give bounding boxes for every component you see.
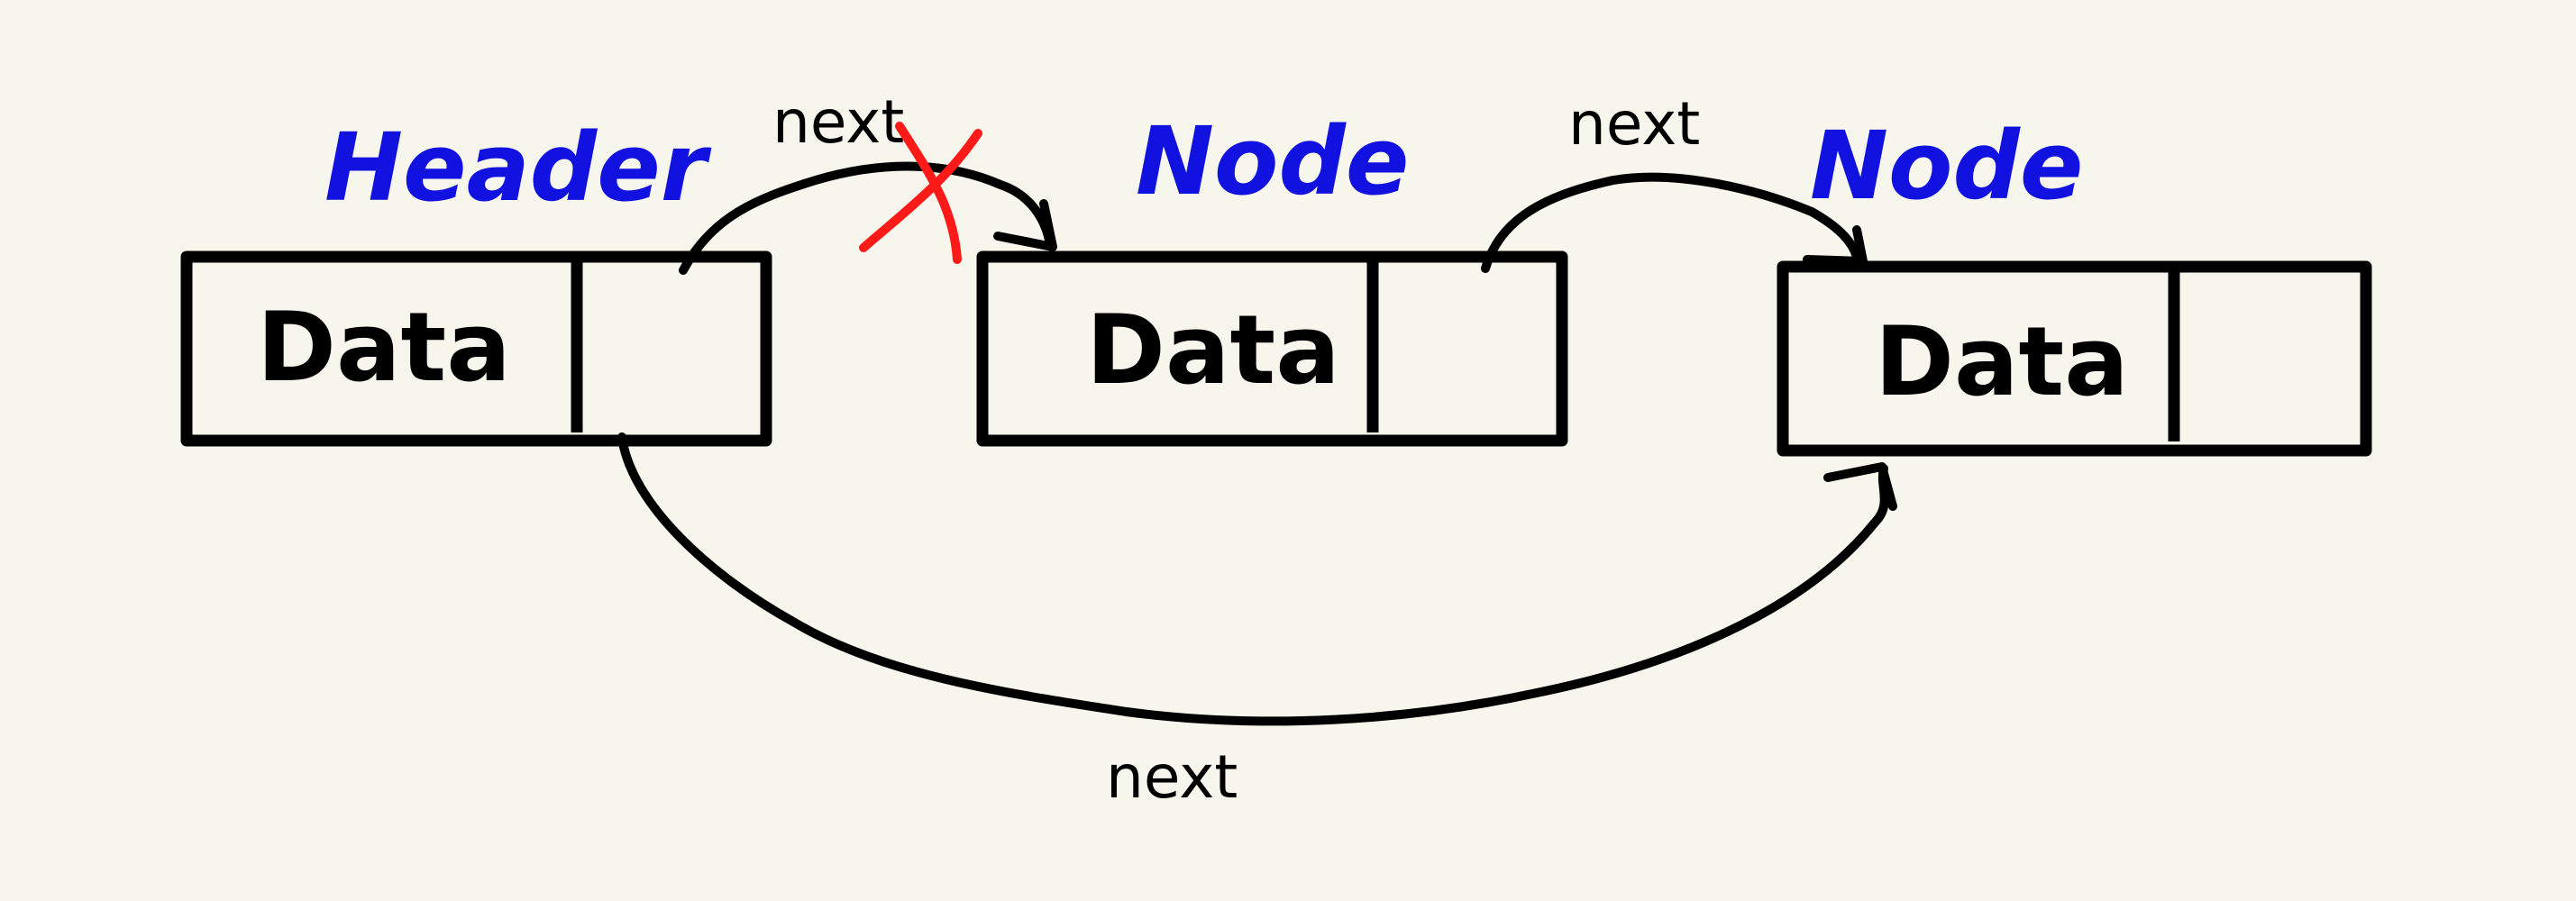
cross-mark-icon xyxy=(859,122,982,264)
header-node-title: Header xyxy=(324,113,712,223)
removed-next-arrowhead xyxy=(993,199,1057,251)
next-arrow-bypass xyxy=(617,432,1889,726)
next-arrow-middle xyxy=(1481,172,1861,273)
next-link-bypass: next xyxy=(617,432,1897,812)
header-node-box xyxy=(180,250,772,447)
last-node-box xyxy=(1777,260,2372,457)
middle-node-title: Node xyxy=(1136,106,1409,216)
last-node: Data Node xyxy=(1777,111,2372,457)
cross-stroke-b xyxy=(895,122,962,264)
middle-node-box xyxy=(976,250,1568,447)
removed-next-arrow xyxy=(679,161,1055,275)
next-arrowhead-middle xyxy=(1803,225,1868,266)
next-label-bypass: next xyxy=(1106,742,1238,812)
cross-stroke-a xyxy=(859,129,982,252)
removed-next-label: next xyxy=(772,87,904,157)
next-arrowhead-bypass xyxy=(1823,462,1897,511)
next-label-middle: next xyxy=(1568,89,1700,159)
middle-node-data-label: Data xyxy=(1086,295,1340,405)
removed-next-link: next xyxy=(679,87,1057,275)
header-node: Data Header xyxy=(180,113,772,447)
last-node-data-label: Data xyxy=(1875,306,2129,417)
middle-node: Data Node xyxy=(976,106,1568,447)
next-link-middle: next xyxy=(1481,89,1868,273)
last-node-title: Node xyxy=(1810,111,2083,221)
header-node-data-label: Data xyxy=(257,292,511,403)
